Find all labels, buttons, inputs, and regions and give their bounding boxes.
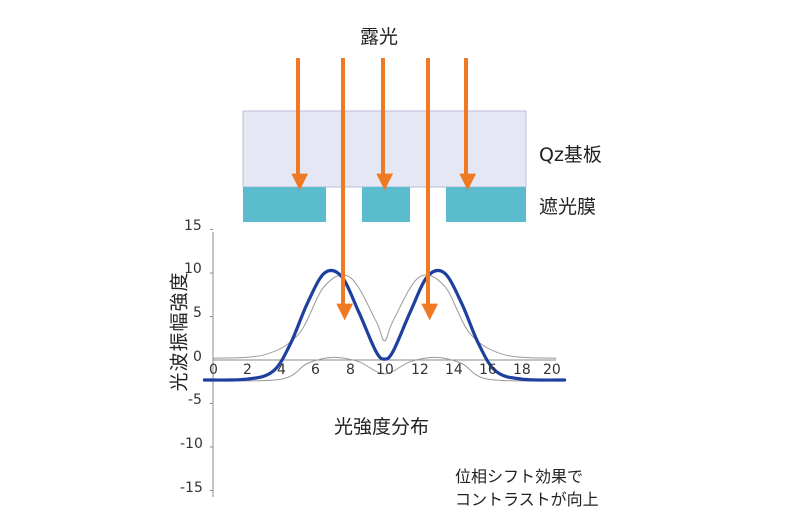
x-tick-label: 18 [513,362,531,378]
y-tick-label: 5 [193,305,202,321]
reference-amplitude-curve [212,274,557,359]
reference-amplitude-curve [212,356,557,382]
x-tick-label: 12 [411,362,429,378]
x-tick-label: 10 [376,362,394,378]
x-tick-label: 2 [243,362,252,378]
x-tick-label: 16 [479,362,497,378]
y-tick-label: -10 [180,436,203,452]
note-line-2: コントラストが向上 [455,490,599,509]
x-tick-label: 0 [209,362,218,378]
shading-film-right [446,187,526,222]
y-tick-label: 10 [184,261,202,277]
y-tick-label: -5 [188,392,202,408]
note-line-1: 位相シフト効果で [455,467,584,486]
x-tick-label: 8 [346,362,355,378]
x-tick-label: 6 [311,362,320,378]
exposure-label: 露光 [360,26,399,48]
x-tick-label: 4 [277,362,286,378]
y-axis-label: 光波振幅強度 [168,271,191,392]
y-tick-label: 15 [184,218,202,234]
y-tick-label: 0 [193,349,202,365]
x-tick-label: 20 [543,362,561,378]
shading-film-left [243,187,326,222]
x-tick-label: 14 [445,362,463,378]
substrate-label: Qz基板 [539,144,602,166]
y-tick-label: -15 [180,480,203,496]
distribution-label: 光強度分布 [334,416,430,438]
phase-shift-intensity-curve [202,268,567,382]
shading-film-center [362,187,410,222]
y-tick-marks [210,229,213,491]
intensity-curves [202,268,567,382]
shading-film-label: 遮光膜 [539,196,597,218]
